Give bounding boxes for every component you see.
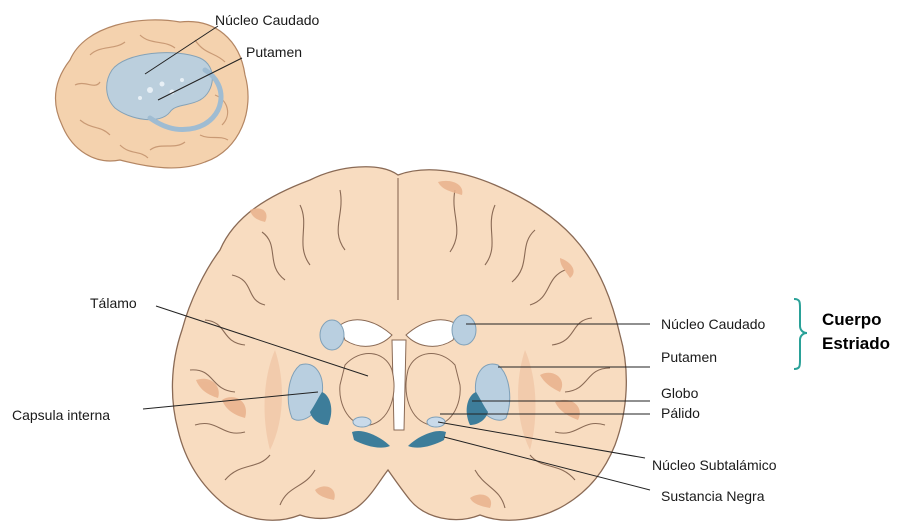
caudate-right [452, 315, 476, 345]
label-putamen: Putamen [661, 349, 717, 365]
label-subthalamic: Núcleo Subtalámico [652, 457, 777, 473]
thalamus-right [406, 354, 460, 426]
thalamus [340, 354, 394, 426]
label-inset-putamen: Putamen [246, 44, 302, 60]
label-caudate: Núcleo Caudado [661, 316, 766, 332]
striatum-bracket [794, 299, 807, 369]
label-striatum-line1: Cuerpo [822, 310, 882, 329]
label-thalamus: Tálamo [90, 295, 137, 311]
subthalamic-right [427, 417, 445, 427]
label-inset-caudate: Núcleo Caudado [215, 12, 320, 28]
inset-brain [56, 20, 248, 168]
subthalamic-left [353, 417, 371, 427]
label-striatum-line2: Estriado [822, 334, 890, 353]
label-globus-line2: Pálido [661, 405, 700, 421]
coronal-section [172, 167, 626, 520]
label-substantia-nigra: Sustancia Negra [661, 488, 765, 504]
label-internal-capsule: Capsula interna [12, 407, 110, 423]
label-globus-line1: Globo [661, 385, 699, 401]
caudate-left [320, 320, 344, 350]
